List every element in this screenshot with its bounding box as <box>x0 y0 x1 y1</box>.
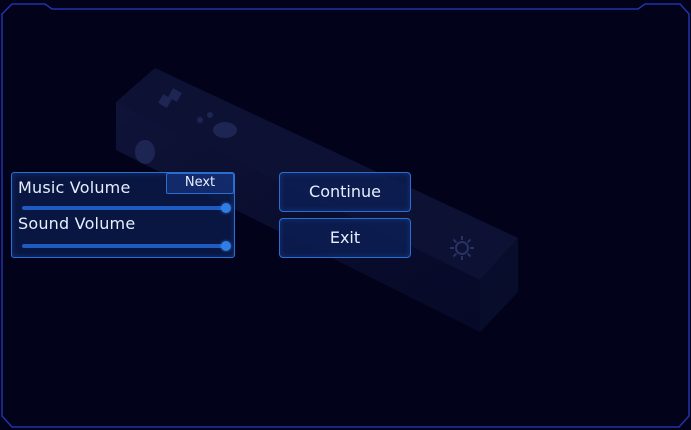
sound-volume-handle[interactable] <box>221 241 231 251</box>
gear-icon <box>448 234 476 262</box>
volume-settings-panel: Music Volume Next Sound Volume <box>11 172 235 258</box>
music-volume-label: Music Volume <box>18 178 131 197</box>
music-volume-fill <box>22 206 226 210</box>
continue-button[interactable]: Continue <box>279 172 411 212</box>
music-volume-handle[interactable] <box>221 203 231 213</box>
next-button[interactable]: Next <box>166 173 234 194</box>
sound-volume-label: Sound Volume <box>18 214 136 233</box>
music-volume-slider[interactable] <box>22 203 231 213</box>
sound-volume-slider[interactable] <box>22 241 231 251</box>
exit-button[interactable]: Exit <box>279 218 411 258</box>
sound-volume-fill <box>22 244 226 248</box>
